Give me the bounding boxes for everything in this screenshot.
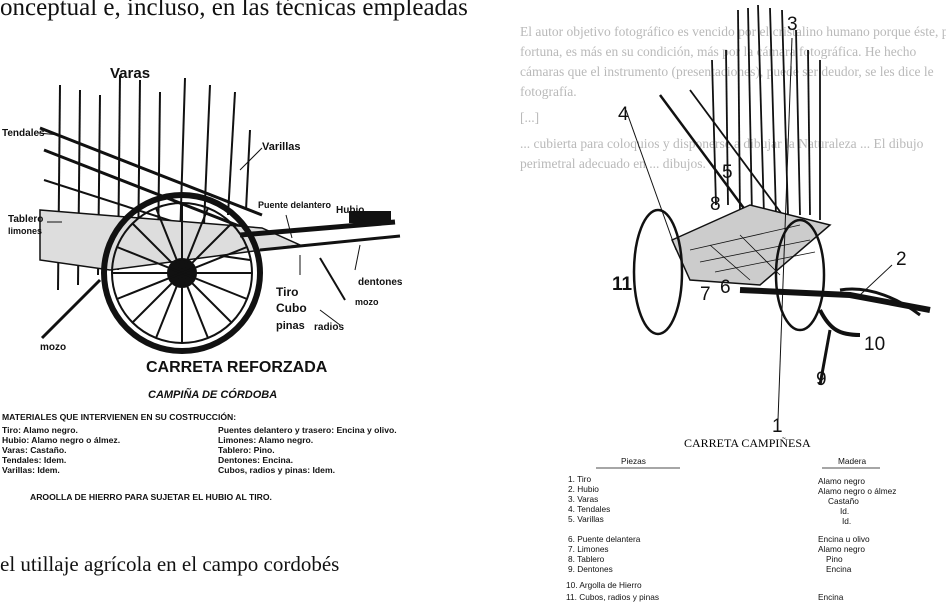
bg-paragraph: [...]: [520, 110, 540, 125]
label-mozo-right: mozo: [355, 297, 379, 307]
column-header-wood: Madera: [838, 456, 867, 466]
label-cubo: Cubo: [276, 301, 307, 315]
piece-row: 7. Limones: [568, 544, 609, 554]
piece-row: 5. Varillas: [568, 514, 604, 524]
material-right: Puentes delantero y trasero: Encina y ol…: [218, 425, 397, 435]
callout-3: 3: [787, 14, 798, 35]
material-right: Cubos, radios y pinas: Idem.: [218, 465, 335, 475]
wood-row: Encina: [818, 592, 844, 602]
callout-4: 4: [618, 104, 629, 125]
label-varillas: Varillas: [262, 141, 301, 153]
wood-row: Alamo negro: [818, 544, 865, 554]
bottom-text-line: el utillaje agrícola en el campo cordobé…: [0, 552, 340, 576]
subtitle-campina: CAMPIÑA DE CÓRDOBA: [148, 388, 277, 401]
material-right: Dentones: Encina.: [218, 455, 293, 465]
callout-2: 2: [896, 249, 907, 270]
piece-row: 8. Tablero: [568, 554, 605, 564]
wood-row: Encina: [826, 564, 852, 574]
wood-row: Encina u olivo: [818, 534, 870, 544]
callout-10: 10: [864, 334, 885, 355]
piece-row: 2. Hubio: [568, 484, 599, 494]
column-header-pieces: Piezas: [621, 456, 646, 466]
callout-11: 11: [612, 274, 633, 295]
label-tablero: Tablero: [8, 214, 43, 225]
label-varas: Varas: [110, 65, 150, 82]
callout-8: 8: [710, 194, 721, 215]
wood-row: Alamo negro: [818, 476, 865, 486]
material-left: Varillas: Idem.: [2, 465, 60, 475]
piece-row: 1. Tiro: [568, 474, 591, 484]
materials-heading: MATERIALES QUE INTERVIENEN EN SU COSTRUC…: [2, 411, 236, 422]
label-mozo-left: mozo: [40, 342, 66, 353]
carreta-campinesa-drawing: [625, 4, 931, 421]
wood-row: Castaño: [828, 496, 859, 506]
label-limones: limones: [8, 226, 42, 236]
bg-paragraph: ... cubierta para coloquios y disponerse…: [520, 136, 924, 171]
top-text-line: onceptual e, incluso, en las técnicas em…: [0, 0, 468, 21]
piece-row: 11. Cubos, radios y pinas: [566, 592, 659, 602]
material-right: Limones: Alamo negro.: [218, 435, 313, 445]
callout-1: 1: [772, 416, 783, 437]
piece-row: 3. Varas: [568, 494, 598, 504]
wood-row: Id.: [842, 516, 851, 526]
label-tendales: Tendales: [2, 128, 45, 139]
wood-row: Alamo negro o álmez: [818, 486, 896, 496]
piece-row: 4. Tendales: [568, 504, 610, 514]
title-carreta-campinesa: CARRETA CAMPIÑESA: [684, 436, 811, 450]
material-left: Tiro: Alamo negro.: [2, 425, 78, 435]
piece-row: 9. Dentones: [568, 564, 613, 574]
label-hubio: Hubio: [336, 205, 364, 216]
callout-9: 9: [816, 369, 827, 390]
pieces-list: 1. Tiro 2. Hubio 3. Varas 4. Tendales 5.…: [566, 474, 659, 602]
wood-row: Id.: [840, 506, 849, 516]
label-tiro: Tiro: [276, 285, 298, 299]
material-left: Hubio: Alamo negro o álmez.: [2, 435, 120, 445]
material-left: Tendales: Idem.: [2, 455, 66, 465]
label-radios: radios: [314, 322, 344, 333]
wood-row: Pino: [826, 554, 843, 564]
callout-5: 5: [722, 162, 733, 183]
label-dentones: dentones: [358, 277, 403, 288]
piece-row: 10. Argolla de Hierro: [566, 580, 642, 590]
title-carreta-reforzada: CARRETA REFORZADA: [146, 359, 328, 376]
callout-7: 7: [700, 284, 711, 305]
label-pinas: pinas: [276, 320, 305, 332]
carreta-reforzada-drawing: [37, 74, 401, 354]
material-right: Tablero: Pino.: [218, 445, 275, 455]
note-arooll: AROOLLA DE HIERRO PARA SUJETAR EL HUBIO …: [30, 492, 272, 502]
material-left: Varas: Castaño.: [2, 445, 66, 455]
woods-list: Alamo negro Alamo negro o álmez Castaño …: [818, 476, 896, 602]
label-puente-delantero: Puente delantero: [258, 200, 332, 210]
callout-6: 6: [720, 277, 731, 298]
piece-row: 6. Puente delantera: [568, 534, 641, 544]
